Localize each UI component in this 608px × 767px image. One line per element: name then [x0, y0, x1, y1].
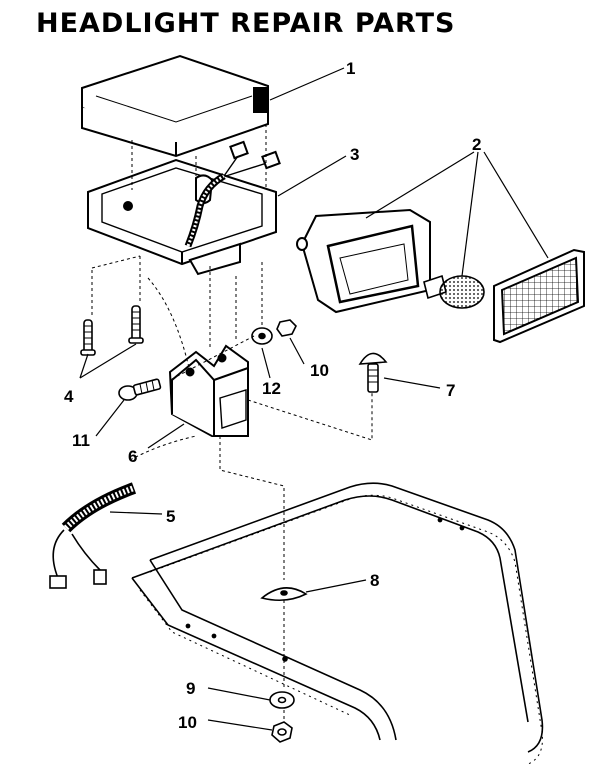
callout-part-5: 5 [166, 507, 175, 526]
callout-part-10-upper: 10 [310, 361, 329, 380]
headlight-housing [87, 140, 281, 276]
mounting-bracket [168, 344, 249, 437]
flat-washer-upper [251, 327, 273, 345]
callout-part-3: 3 [350, 145, 359, 164]
mounting-screws [80, 305, 144, 356]
callout-part-7: 7 [446, 381, 455, 400]
flat-washer-lower [269, 691, 295, 709]
headlight-reflector [296, 208, 431, 314]
callout-part-8: 8 [370, 571, 379, 590]
spacer-plate [260, 587, 308, 602]
hex-nut-upper [276, 319, 297, 337]
callout-labels: 1 2 3 4 5 6 7 8 9 10 10 11 12 [64, 59, 481, 732]
pivot-bolt [118, 378, 162, 401]
callout-part-2: 2 [472, 135, 481, 154]
headlight-cover [81, 54, 269, 158]
callout-part-9: 9 [186, 679, 195, 698]
headlight-lens [493, 248, 585, 344]
headlight-bulb [423, 274, 485, 309]
callout-part-11: 11 [72, 431, 90, 450]
callout-part-4: 4 [64, 387, 74, 406]
callout-part-1: 1 [346, 59, 355, 78]
assembly-guide-lines [91, 124, 373, 722]
diagram-title: HEADLIGHT REPAIR PARTS [36, 8, 456, 39]
callout-part-10-lower: 10 [178, 713, 197, 732]
callout-part-6: 6 [128, 447, 137, 466]
leader-lines [79, 67, 549, 731]
carriage-bolt [358, 352, 388, 393]
mounting-frame [131, 482, 544, 765]
wire-harness [49, 482, 137, 589]
hex-nut-lower [271, 721, 293, 743]
callout-part-12: 12 [262, 379, 281, 398]
